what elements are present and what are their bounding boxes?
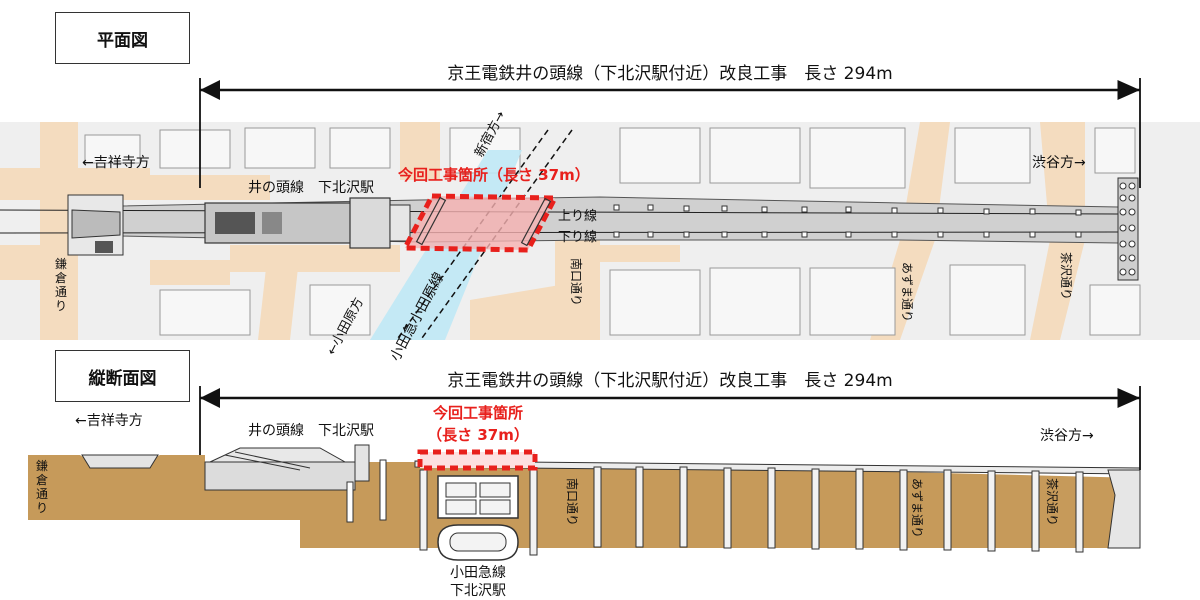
plan-buildings	[84, 127, 1141, 336]
plan-work-label: 今回工事箇所（長さ 37m）	[397, 166, 590, 184]
profile-street-kamakura-4: り	[36, 501, 48, 515]
plan-station-building	[204, 197, 411, 249]
plan-street-minamiguchi-label: 南口通り	[569, 258, 584, 306]
plan-street-minamiguchi	[555, 240, 600, 340]
profile-street-kamakura-2: 倉	[36, 472, 48, 487]
plan-west-portal	[67, 194, 124, 256]
plan-odakyu-dashed-lines	[397, 129, 573, 339]
profile-street-chazawa-label: 茶沢通り	[1045, 478, 1060, 526]
profile-work-area-outline	[417, 449, 538, 471]
profile-street-minamiguchi-label: 南口通り	[565, 478, 580, 526]
plan-street-kamakura-1: 鎌	[55, 256, 67, 271]
plan-track-down-line	[0, 231, 1119, 234]
plan-street-kamakura-2: 倉	[55, 270, 67, 285]
plan-work-area-fill	[405, 196, 555, 250]
plan-street-kamakura-3: 通	[55, 285, 67, 299]
profile-work-label-2: （長さ 37m）	[427, 426, 529, 444]
plan-dir-east: 渋谷方→	[1032, 155, 1086, 171]
profile-station-structure	[204, 444, 387, 523]
profile-west-trench	[81, 454, 159, 469]
profile-piers	[419, 466, 1084, 556]
profile-odakyu-label-1: 小田急線	[450, 565, 506, 581]
profile-title: 縦断面図	[88, 368, 157, 389]
plan-east-structure	[1117, 177, 1139, 281]
plan-street-kamakura	[40, 122, 78, 340]
plan-title-box: 平面図	[55, 12, 190, 64]
profile-view: 京王電鉄井の頭線（下北沢駅付近）改良工事 長さ 294m ←吉祥寺方 渋谷方→ …	[28, 371, 1141, 599]
plan-street-kamakura-4: り	[55, 299, 67, 313]
profile-dir-west: ←吉祥寺方	[75, 413, 143, 429]
profile-dir-east: 渋谷方→	[1040, 428, 1094, 444]
profile-east-abutment	[1107, 469, 1141, 549]
plan-work-area-outline	[400, 193, 560, 253]
plan-span-label: 京王電鉄井の頭線（下北沢駅付近）改良工事 長さ 294m	[447, 64, 892, 84]
profile-street-kamakura-3: 通	[36, 487, 48, 501]
profile-work-label-1: 今回工事箇所	[432, 404, 523, 422]
profile-street-labels: 鎌 倉 通 り 南口通り あずま通り 茶沢通り	[36, 458, 1060, 538]
plan-pier-markers	[613, 204, 1082, 238]
plan-track-up-label: 上り線	[558, 208, 597, 224]
plan-dir-west: ←吉祥寺方	[82, 155, 150, 171]
plan-title: 平面図	[97, 30, 148, 51]
plan-street-chazawa-label: 茶沢通り	[1059, 252, 1074, 300]
profile-odakyu-label-2: 下北沢駅	[450, 583, 506, 599]
profile-odakyu-box	[437, 475, 519, 561]
profile-station-label: 井の頭線 下北沢駅	[248, 423, 374, 439]
plan-street-azuma-label: あずま通り	[900, 262, 914, 322]
plan-street-labels: 鎌 倉 通 り 南口通り あずま通り 茶沢通り	[55, 252, 1074, 322]
profile-title-box: 縦断面図	[55, 350, 190, 402]
profile-street-kamakura-1: 鎌	[36, 458, 48, 473]
plan-track-down-label: 下り線	[558, 229, 597, 245]
plan-track-up-line	[0, 209, 1119, 215]
plan-view: 京王電鉄井の頭線（下北沢駅付近）改良工事 長さ 294m ←吉祥寺方 渋谷方→ …	[0, 64, 1200, 364]
profile-street-azuma-label: あずま通り	[910, 478, 924, 538]
profile-span-label: 京王電鉄井の頭線（下北沢駅付近）改良工事 長さ 294m	[447, 371, 892, 391]
plan-station-label: 井の頭線 下北沢駅	[248, 180, 374, 196]
